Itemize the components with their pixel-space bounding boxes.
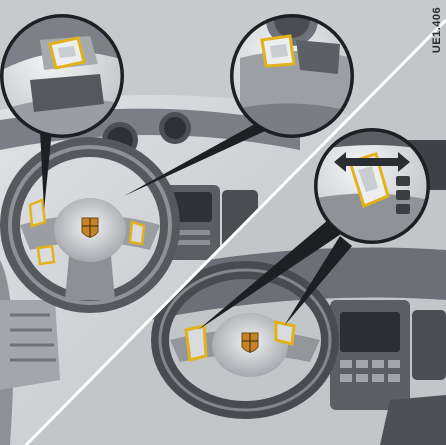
figure-code-label: UE1.406: [431, 7, 443, 53]
shift-paddle-icon: [262, 36, 294, 66]
crest-icon: [82, 218, 98, 238]
detail-lens-bottom: [314, 128, 430, 244]
crest-icon: [242, 333, 258, 353]
shift-paddle-icon: [50, 38, 84, 68]
detail-lens-left: [0, 14, 124, 138]
